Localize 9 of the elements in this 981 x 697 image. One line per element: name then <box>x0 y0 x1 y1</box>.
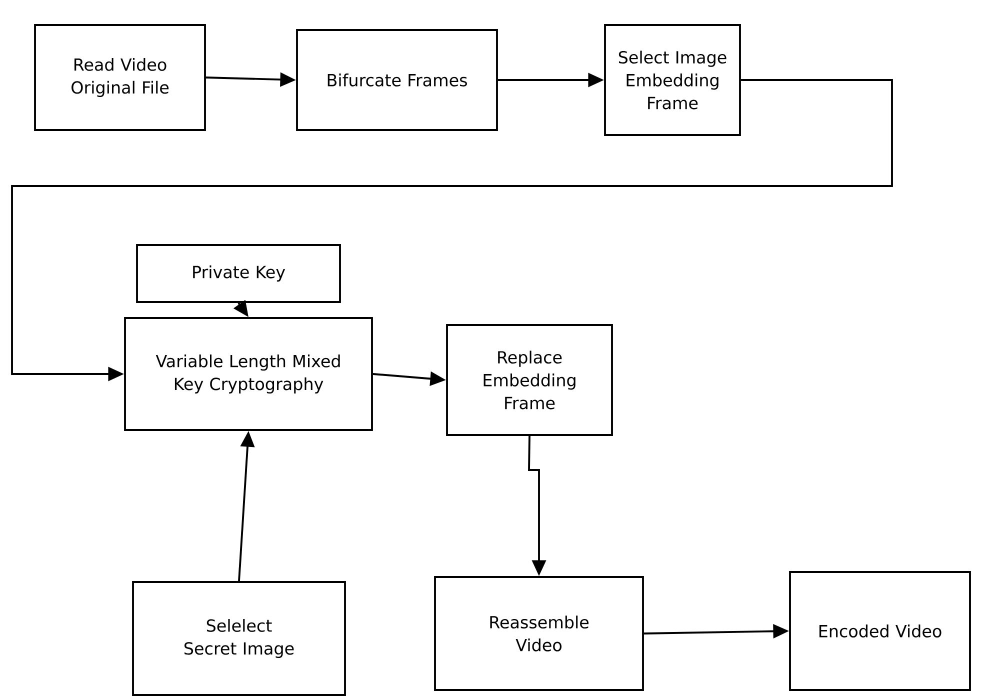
process-box: Private Key <box>136 244 341 303</box>
process-box: Read Video Original File <box>34 24 206 131</box>
process-box: Variable Length Mixed Key Cryptography <box>124 317 373 431</box>
process-box: Select Image Embedding Frame <box>604 24 741 136</box>
process-box: Selelect Secret Image <box>132 581 346 696</box>
process-box: Reassemble Video <box>434 576 644 691</box>
process-box: Replace Embedding Frame <box>446 324 613 436</box>
process-box: Encoded Video <box>789 571 971 691</box>
process-box: Bifurcate Frames <box>296 29 498 131</box>
